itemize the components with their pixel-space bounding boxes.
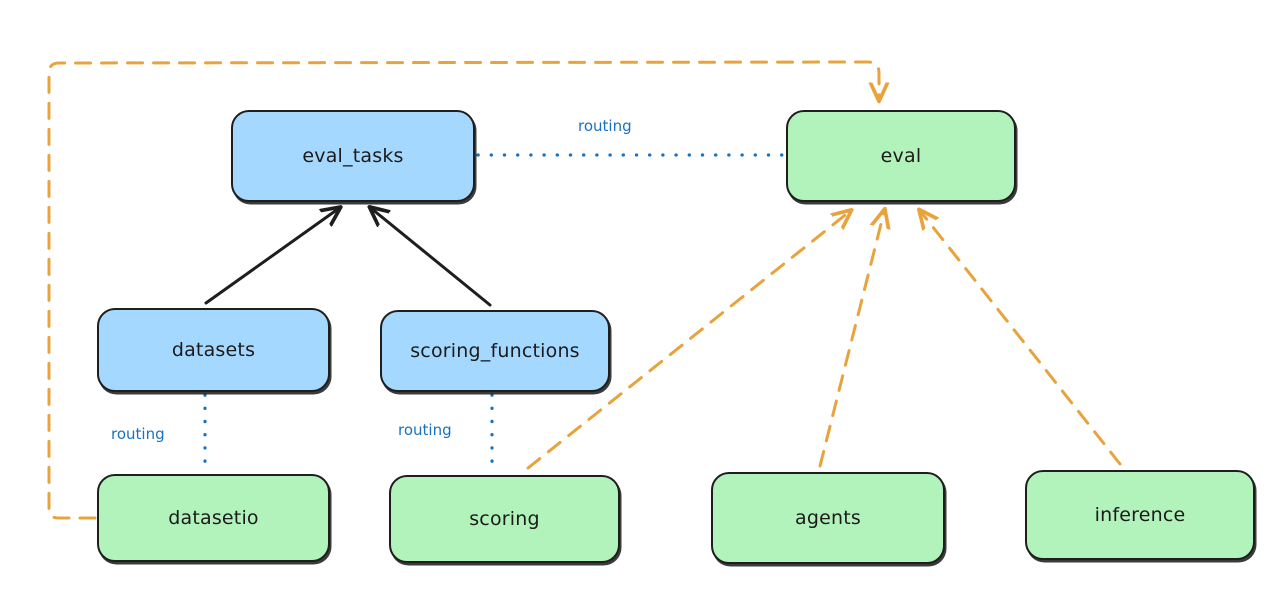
node-inference[interactable]: inference [1025, 470, 1255, 560]
node-datasetio[interactable]: datasetio [97, 474, 330, 562]
node-label: inference [1094, 504, 1186, 526]
node-label: scoring_functions [410, 340, 580, 362]
node-scoring[interactable]: scoring [389, 475, 620, 563]
node-label: eval [880, 145, 922, 167]
node-label: eval_tasks [302, 145, 404, 167]
node-agents[interactable]: agents [711, 472, 945, 564]
edge-label-routing-scoring_functions-scoring: routing [398, 421, 452, 439]
solid-edges [204, 209, 492, 307]
node-label: datasetio [168, 507, 259, 529]
node-label: agents [795, 507, 861, 529]
node-datasets[interactable]: datasets [97, 308, 330, 392]
edge-inference-eval [921, 212, 1122, 466]
edge-datasets-eval_tasks [204, 209, 338, 305]
node-scoring_functions[interactable]: scoring_functions [380, 310, 610, 392]
edge-label-routing-eval_tasks-eval: routing [578, 117, 632, 135]
edge-label-routing-datasets-datasetio: routing [111, 425, 165, 443]
node-label: scoring [469, 508, 540, 530]
node-eval_tasks[interactable]: eval_tasks [231, 110, 475, 202]
node-eval[interactable]: eval [786, 110, 1016, 202]
edge-scoring_functions-eval_tasks [372, 209, 492, 307]
node-label: datasets [171, 339, 256, 361]
edge-agents-eval [818, 212, 884, 468]
